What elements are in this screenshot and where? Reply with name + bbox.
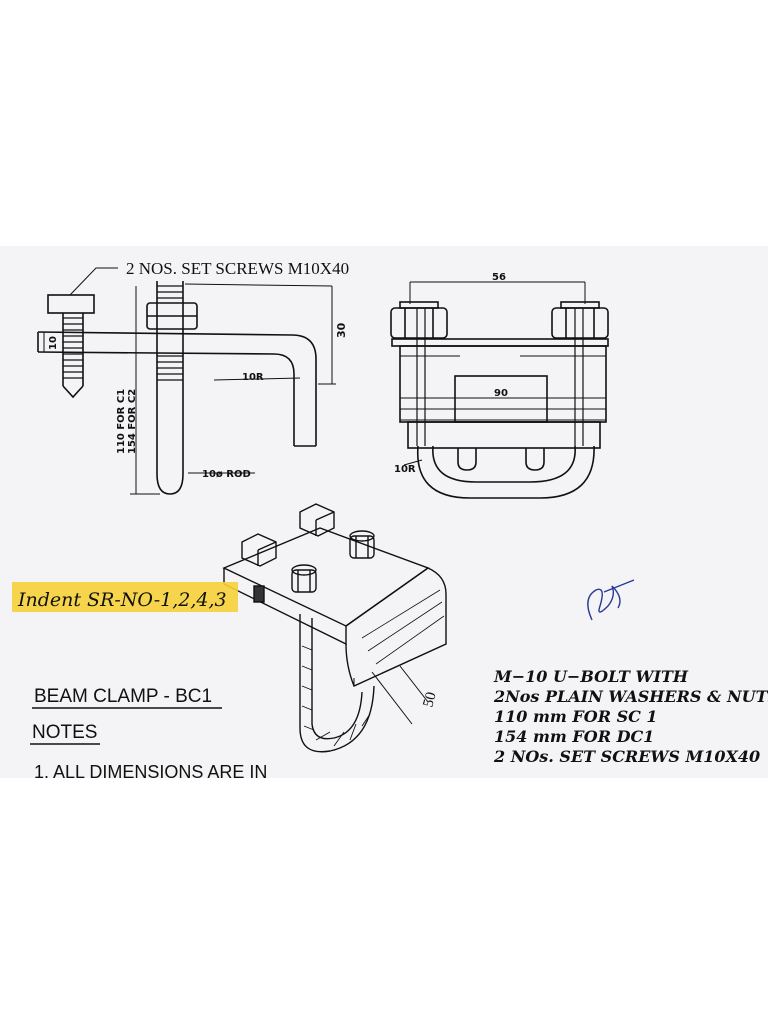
spec-line-5: 2 NOs. SET SCREWS M10X40 <box>493 747 760 766</box>
signature <box>587 579 635 621</box>
radius-leader <box>213 377 301 381</box>
rod-label: 10ø ROD <box>202 469 251 480</box>
base-block <box>407 421 601 449</box>
u-bolt-loop-inner <box>432 445 576 483</box>
spec-line-2: 2Nos PLAIN WASHERS & NUTS <box>493 687 768 706</box>
notes-heading: NOTES <box>32 722 97 743</box>
clamp-plate <box>37 331 317 447</box>
front-radius-leader <box>403 459 423 466</box>
u-bolt-stud <box>156 281 184 495</box>
iso-screw-tip <box>253 585 265 603</box>
callout-set-screws: 2 NOS. SET SCREWS M10X40 <box>126 259 349 278</box>
callout-leader <box>69 267 118 296</box>
nut-front-left <box>390 301 448 339</box>
spec-line-1: M−10 U−BOLT WITH <box>493 667 689 686</box>
indent-note: Indent SR-NO-1,2,4,3 <box>17 589 227 611</box>
dim-10r-front-label: 10R <box>394 464 416 475</box>
isometric-view <box>222 503 447 753</box>
dim-56-label: 56 <box>492 272 506 283</box>
u-bolt-hook-right <box>525 448 545 471</box>
front-view <box>390 281 609 499</box>
dim-10-label: 10 <box>48 336 59 350</box>
iso-plate-bend <box>345 567 447 687</box>
dim-30-label: 30 <box>335 322 348 338</box>
dim-line-top <box>184 283 333 287</box>
set-screw-head <box>47 294 95 314</box>
drawing-sheet: 2 NOS. SET SCREWS M10X40 30 10 10R 110 F… <box>0 246 768 778</box>
iso-hatch <box>361 589 445 665</box>
indent-highlight <box>12 582 238 612</box>
dim-90-label: 90 <box>494 388 508 399</box>
iso-nut-3 <box>349 530 375 559</box>
notes-line-1: 1. ALL DIMENSIONS ARE IN <box>34 762 267 778</box>
side-view <box>37 267 336 495</box>
beam-clamp-drawing: 2 NOS. SET SCREWS M10X40 30 10 10R 110 F… <box>12 259 768 778</box>
dim-50-label: 50 <box>420 690 439 709</box>
u-bolt-hook-left <box>457 448 477 471</box>
dim-10r-side-label: 10R <box>242 372 264 383</box>
iso-plate-top <box>222 527 430 627</box>
dim-height-c2-label: 154 FOR C2 <box>127 389 138 454</box>
iso-nut-1 <box>241 533 277 567</box>
nut-front-right <box>551 301 609 339</box>
dim-50-leader-2 <box>399 665 429 703</box>
dim-height-c1-label: 110 FOR C1 <box>116 389 127 454</box>
iso-nut-4 <box>291 564 317 593</box>
iso-u-bolt-outer <box>299 614 375 753</box>
iso-nut-2 <box>299 503 335 537</box>
u-bolt-loop-outer <box>417 445 595 499</box>
spec-line-3: 110 mm FOR SC 1 <box>494 707 658 726</box>
set-screw-shank <box>62 313 84 399</box>
dim-50-leader-1 <box>371 671 413 725</box>
iso-plate-front <box>223 568 347 646</box>
spec-line-4: 154 mm FOR DC1 <box>494 727 654 746</box>
title: BEAM CLAMP - BC1 <box>34 686 212 707</box>
beam-flange <box>454 375 548 423</box>
